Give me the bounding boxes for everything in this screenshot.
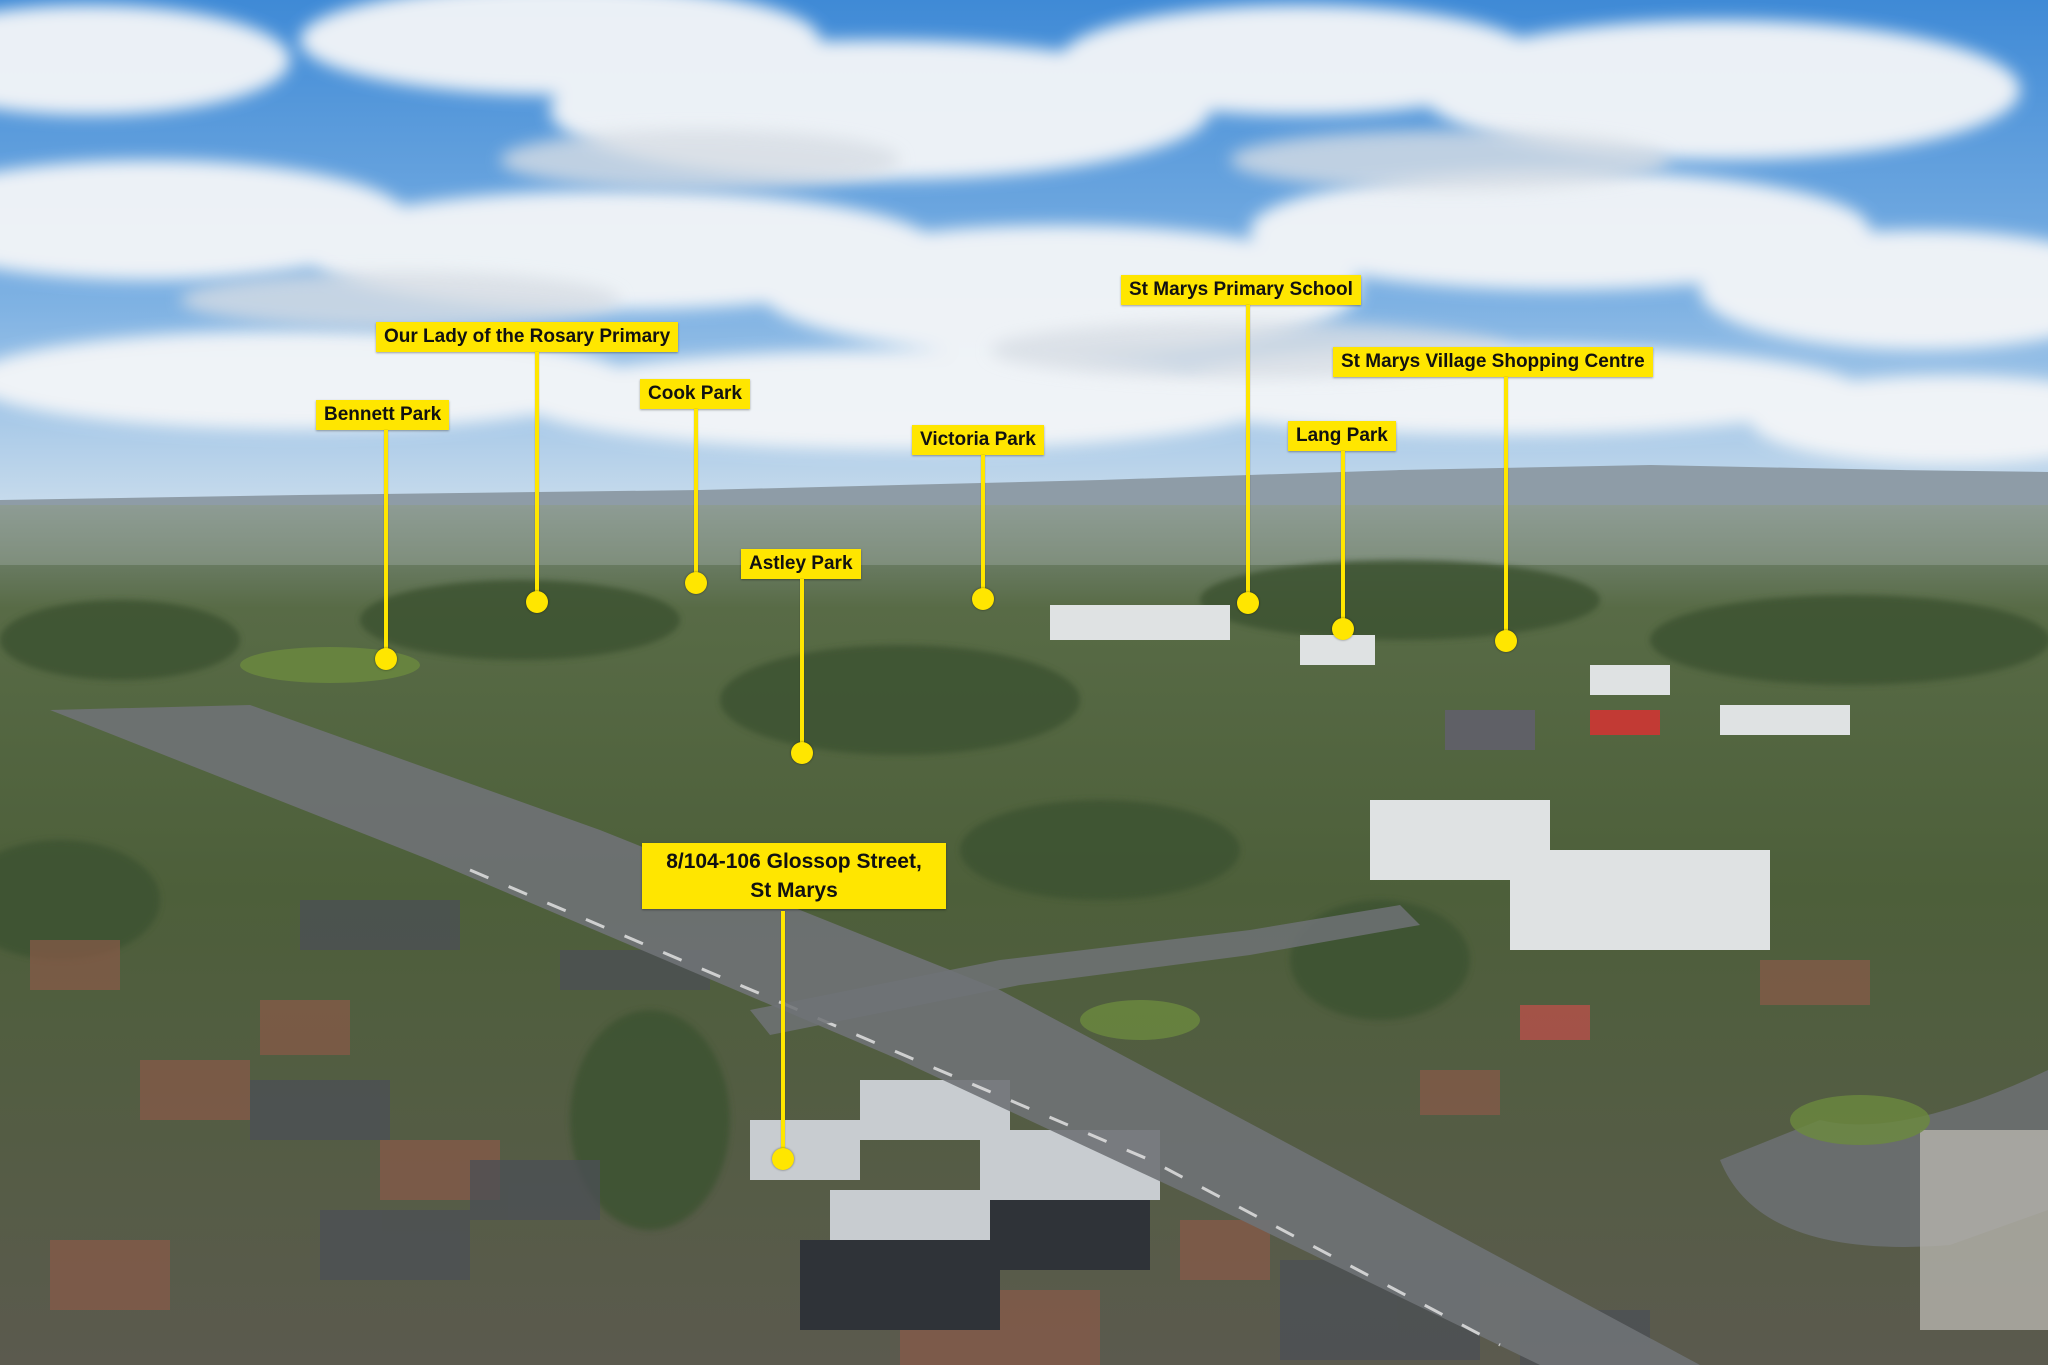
label-st-marys-primary: St Marys Primary School [1121,275,1361,305]
pointer-line-cook-park [694,409,698,579]
pointer-line-st-marys-primary [1246,305,1250,600]
location-marker-victoria-park [972,588,994,610]
location-marker-lang-park [1332,618,1354,640]
property-address-line2: St Marys [750,879,838,902]
pointer-line-victoria-park [981,455,985,600]
label-property-address: 8/104-106 Glossop Street, St Marys [642,843,946,909]
label-astley-park: Astley Park [741,549,861,579]
location-marker-bennett-park [375,648,397,670]
location-marker-st-marys-village [1495,630,1517,652]
label-bennett-park: Bennett Park [316,400,450,430]
label-lang-park: Lang Park [1288,421,1396,451]
label-st-marys-village: St Marys Village Shopping Centre [1333,347,1653,377]
label-cook-park: Cook Park [640,379,750,409]
pointer-line-bennett-park [384,430,388,650]
property-address-line1: 8/104-106 Glossop Street, [666,850,922,873]
pointer-line-astley-park [800,579,804,749]
location-marker-cook-park [685,572,707,594]
location-marker-property [772,1148,794,1170]
label-our-lady-rosary: Our Lady of the Rosary Primary [376,322,679,352]
location-marker-st-marys-primary [1237,592,1259,614]
label-victoria-park: Victoria Park [912,425,1044,455]
pointer-line-lang-park [1341,451,1345,631]
pointer-line-st-marys-village [1504,377,1508,637]
location-marker-astley-park [791,742,813,764]
location-marker-our-lady-rosary [526,591,548,613]
pointer-line-our-lady-rosary [535,352,539,592]
pointer-line-property [781,911,785,1151]
